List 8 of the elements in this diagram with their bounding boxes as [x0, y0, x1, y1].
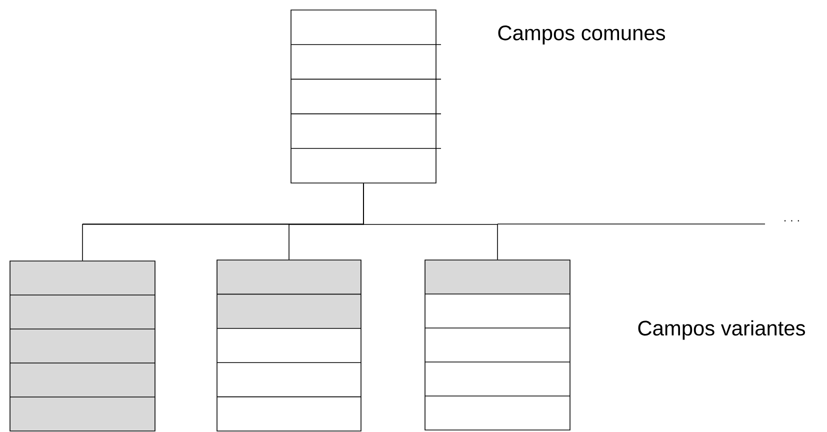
tree-connector	[363, 183, 498, 260]
record-box	[424, 260, 570, 430]
group-label: Campos variantes	[638, 320, 805, 340]
record-box	[216, 260, 362, 432]
record-box	[10, 260, 156, 432]
group-label: Campos comunes	[498, 26, 665, 44]
ellipsis: · · ·	[784, 220, 799, 222]
record-box	[290, 10, 442, 184]
